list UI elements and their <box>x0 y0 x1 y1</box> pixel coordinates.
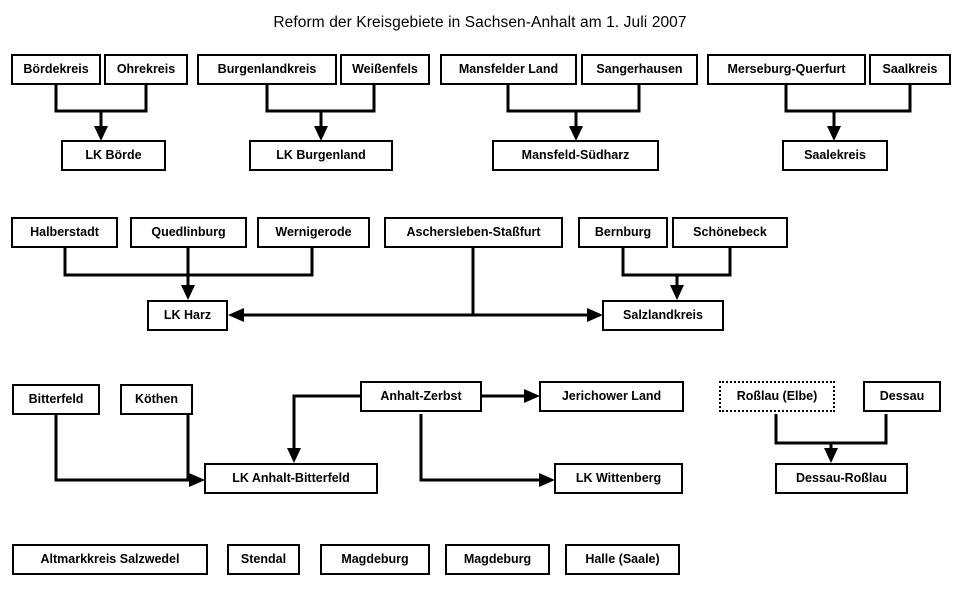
node-label: Merseburg-Querfurt <box>727 62 846 77</box>
node-dessau[interactable]: Dessau <box>863 381 941 412</box>
arrowhead-salzlandkreis-left <box>587 308 603 322</box>
node-schoenebeck[interactable]: Schönebeck <box>672 217 788 248</box>
node-label: Magdeburg <box>463 552 532 567</box>
edge-rosslau-dessau-bar <box>774 414 888 445</box>
node-koethen[interactable]: Köthen <box>120 384 193 415</box>
node-label: Roßlau (Elbe) <box>736 389 818 404</box>
node-label: Wernigerode <box>275 225 352 240</box>
node-halle-saale[interactable]: Halle (Saale) <box>565 544 680 575</box>
node-label: Schönebeck <box>693 225 767 240</box>
edge-zerbst-to-wittenberg <box>419 414 540 482</box>
node-bernburg[interactable]: Bernburg <box>578 217 668 248</box>
node-wernigerode[interactable]: Wernigerode <box>257 217 370 248</box>
node-label: Köthen <box>134 392 179 407</box>
arrowhead-mansfeld-suedharz <box>569 126 583 141</box>
node-salzlandkreis[interactable]: Salzlandkreis <box>602 300 724 331</box>
node-label: Ohrekreis <box>116 62 176 77</box>
node-lk-burgenland[interactable]: LK Burgenland <box>249 140 393 171</box>
node-quedlinburg[interactable]: Quedlinburg <box>130 217 247 248</box>
node-label: LK Börde <box>85 148 142 163</box>
edge-burgenlandkreis-to-bar <box>265 85 376 113</box>
page-title: Reform der Kreisgebiete in Sachsen-Anhal… <box>273 14 687 31</box>
node-dessau-rosslau[interactable]: Dessau-Roßlau <box>775 463 908 494</box>
edge-boerdekreis-to-bar <box>54 85 148 113</box>
node-merseburg-querfurt[interactable]: Merseburg-Querfurt <box>707 54 866 85</box>
edge-zerbst-to-anhalt-bitterfeld <box>292 394 360 450</box>
node-label: Weißenfels <box>352 62 418 77</box>
node-boerdekreis[interactable]: Bördekreis <box>11 54 101 85</box>
arrowhead-anhalt-bitterfeld-left <box>189 473 205 487</box>
arrowhead-lk-boerde <box>94 126 108 141</box>
node-label: Halberstadt <box>30 225 99 240</box>
node-label: Dessau <box>879 389 925 404</box>
node-burgenlandkreis[interactable]: Burgenlandkreis <box>197 54 337 85</box>
arrowhead-lk-harz-right <box>228 308 244 322</box>
node-saalkreis[interactable]: Saalkreis <box>869 54 951 85</box>
arrowhead-saalekreis <box>827 126 841 141</box>
node-magdeburg-stadt[interactable]: Magdeburg <box>445 544 550 575</box>
node-label: Dessau-Roßlau <box>796 471 887 486</box>
node-label: Burgenlandkreis <box>217 62 317 77</box>
node-label: LK Burgenland <box>276 148 366 163</box>
node-label: Anhalt-Zerbst <box>380 389 462 404</box>
node-label: LK Wittenberg <box>575 471 662 486</box>
arrowhead-dessau-rosslau <box>824 448 838 463</box>
node-label: Saalkreis <box>882 62 938 77</box>
node-saalekreis[interactable]: Saalekreis <box>782 140 888 171</box>
node-label: Bernburg <box>594 225 652 240</box>
node-label: LK Anhalt-Bitterfeld <box>232 471 350 486</box>
node-anhalt-zerbst[interactable]: Anhalt-Zerbst <box>360 381 482 412</box>
node-ohrekreis[interactable]: Ohrekreis <box>104 54 188 85</box>
arrowhead-anhalt-bitterfeld-top <box>287 448 301 463</box>
node-stendal[interactable]: Stendal <box>227 544 300 575</box>
node-lk-boerde[interactable]: LK Börde <box>61 140 166 171</box>
edge-halberstadt-wernigerode-bar <box>63 248 314 277</box>
node-label: Saalekreis <box>804 148 866 163</box>
node-magdeburg-kreis[interactable]: Magdeburg <box>320 544 430 575</box>
node-weissenfels[interactable]: Weißenfels <box>340 54 430 85</box>
arrowhead-jerichower-land <box>524 389 540 403</box>
node-rosslau-elbe[interactable]: Roßlau (Elbe) <box>719 381 835 412</box>
node-label: Salzlandkreis <box>623 308 703 323</box>
node-aschersleben-stassfurt[interactable]: Aschersleben-Staßfurt <box>384 217 563 248</box>
edge-bernburg-schoenebeck-bar <box>621 248 732 277</box>
node-label: Quedlinburg <box>151 225 226 240</box>
arrowhead-salzlandkreis-top <box>670 285 684 300</box>
node-label: Jerichower Land <box>561 389 662 404</box>
node-label: Mansfeld-Südharz <box>521 148 630 163</box>
node-label: Aschersleben-Staßfurt <box>406 225 541 240</box>
node-label: Stendal <box>240 552 287 567</box>
node-label: Magdeburg <box>341 552 409 567</box>
edge-bitterfeld-koethen-bar <box>54 415 190 482</box>
node-altmarkkreis-salzwedel[interactable]: Altmarkkreis Salzwedel <box>12 544 208 575</box>
node-lk-wittenberg[interactable]: LK Wittenberg <box>554 463 683 494</box>
node-halberstadt[interactable]: Halberstadt <box>11 217 118 248</box>
edge-merseburg-to-bar <box>784 85 912 113</box>
node-label: Halle (Saale) <box>585 552 660 567</box>
node-label: Altmarkkreis Salzwedel <box>40 552 180 567</box>
node-lk-anhalt-bitterfeld[interactable]: LK Anhalt-Bitterfeld <box>204 463 378 494</box>
node-mansfelder-land[interactable]: Mansfelder Land <box>440 54 577 85</box>
node-jerichower-land[interactable]: Jerichower Land <box>539 381 684 412</box>
node-label: Sangerhausen <box>596 62 683 77</box>
edge-mansfelder-to-bar <box>506 85 641 113</box>
arrowhead-lk-wittenberg <box>539 473 555 487</box>
arrowhead-lk-harz-top <box>181 285 195 300</box>
node-lk-harz[interactable]: LK Harz <box>147 300 228 331</box>
node-label: LK Harz <box>163 308 212 323</box>
arrowhead-lk-burgenland <box>314 126 328 141</box>
node-mansfeld-suedharz[interactable]: Mansfeld-Südharz <box>492 140 659 171</box>
node-sangerhausen[interactable]: Sangerhausen <box>581 54 698 85</box>
node-label: Bitterfeld <box>28 392 84 407</box>
node-bitterfeld[interactable]: Bitterfeld <box>12 384 100 415</box>
node-label: Bördekreis <box>23 62 89 77</box>
node-label: Mansfelder Land <box>458 62 559 77</box>
